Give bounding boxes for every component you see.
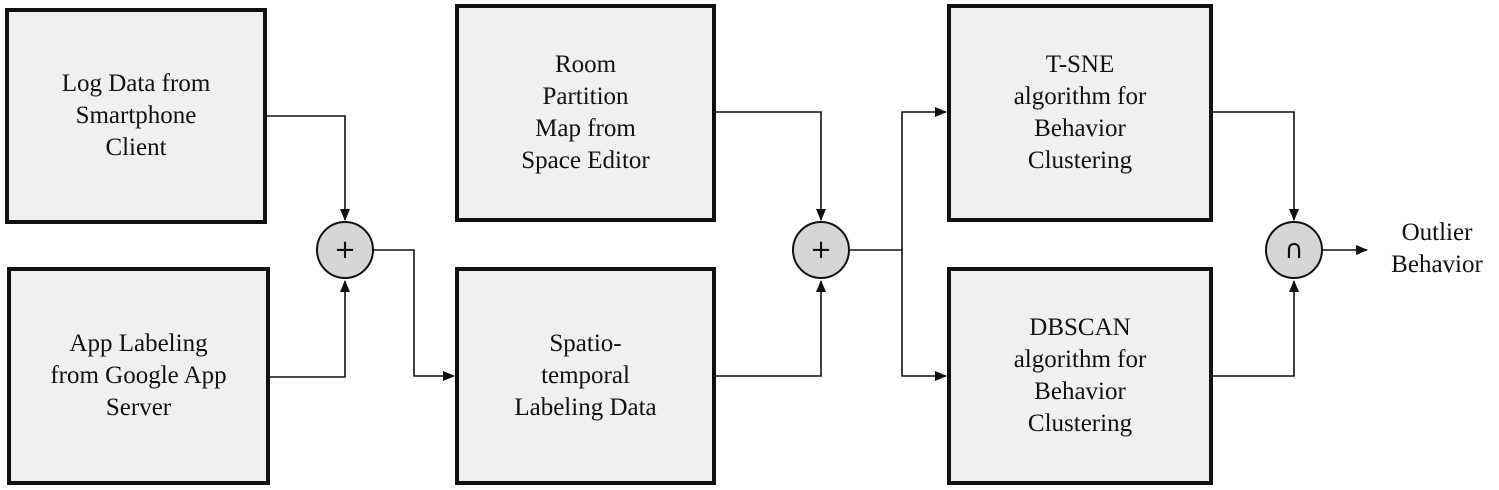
app-labeling-box: App Labeling from Google App Server: [7, 267, 270, 485]
intersect-operator: ∩: [1265, 221, 1323, 279]
log-data-label: Log Data from Smartphone Client: [61, 70, 211, 161]
edge-room-to-combine2: [714, 111, 826, 221]
plus-icon: +: [810, 235, 832, 265]
intersection-icon: ∩: [1284, 235, 1304, 265]
edge-tsne-to-intersect: [1211, 111, 1299, 221]
tsne-label: T-SNE algorithm for Behavior Clustering: [1013, 51, 1147, 174]
room-partition-box: Room Partition Map from Space Editor: [455, 4, 716, 222]
combine-1-operator: +: [316, 221, 374, 279]
tsne-box: T-SNE algorithm for Behavior Clustering: [947, 4, 1213, 222]
edge-dbscan-to-intersect: [1211, 280, 1299, 377]
log-data-box: Log Data from Smartphone Client: [5, 8, 267, 224]
plus-icon: +: [334, 235, 356, 265]
edge-app-to-combine1: [268, 280, 350, 378]
outlier-behavior-label: Outlier Behavior: [1391, 219, 1483, 278]
combine-2-operator: +: [792, 221, 850, 279]
edge-spatiotemporal-to-combine2: [714, 280, 826, 377]
edge-combine2-to-tsne: [850, 107, 947, 251]
dbscan-label: DBSCAN algorithm for Behavior Clustering: [1013, 314, 1147, 437]
edge-log-to-combine1: [265, 115, 350, 221]
spatiotemporal-box: Spatio- temporal Labeling Data: [455, 267, 716, 485]
dbscan-box: DBSCAN algorithm for Behavior Clustering: [947, 267, 1213, 485]
edge-combine1-to-spatiotemporal: [374, 249, 455, 381]
spatiotemporal-label: Spatio- temporal Labeling Data: [514, 330, 657, 421]
room-partition-label: Room Partition Map from Space Editor: [521, 51, 650, 174]
edge-combine2-to-dbscan: [901, 250, 947, 381]
app-labeling-label: App Labeling from Google App Server: [50, 330, 227, 421]
